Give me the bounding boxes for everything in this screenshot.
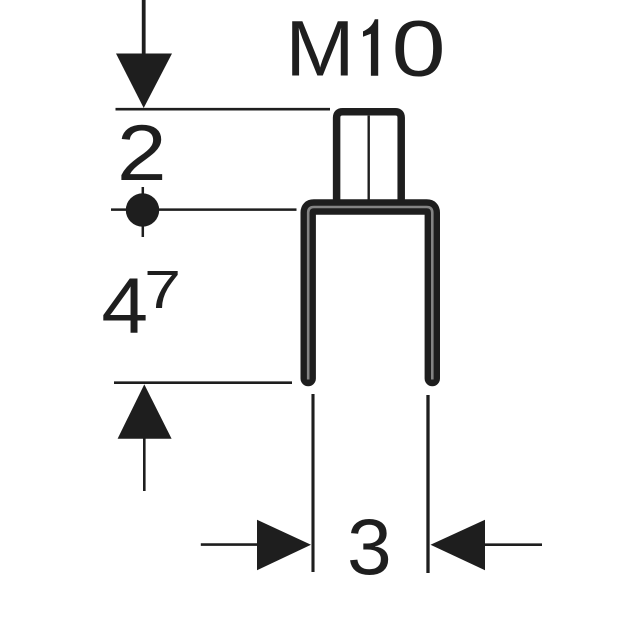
svg-text:3: 3	[347, 502, 392, 591]
svg-text:M: M	[285, 4, 354, 93]
svg-text:7: 7	[144, 261, 181, 320]
svg-text:0: 0	[392, 4, 446, 93]
svg-text:4: 4	[101, 261, 148, 350]
svg-text:2: 2	[117, 108, 167, 197]
